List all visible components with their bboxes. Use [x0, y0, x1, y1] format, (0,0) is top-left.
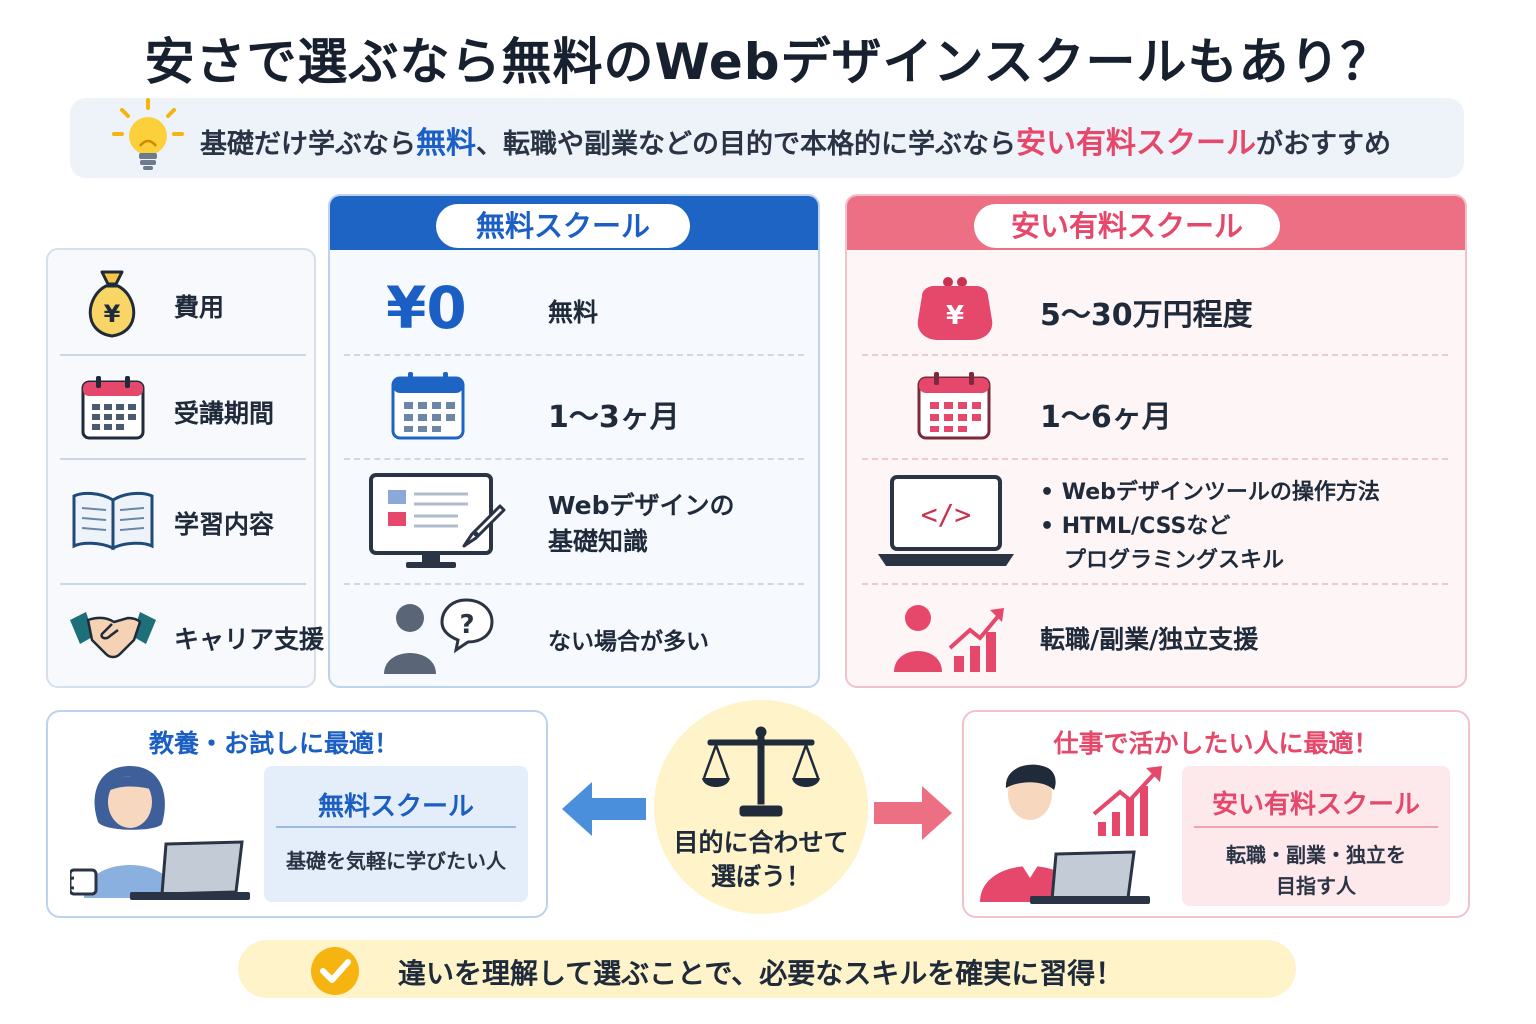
arrow-left-icon	[562, 782, 646, 836]
free-period: 1～3ヶ月	[548, 400, 680, 435]
paid-content-item: プログラミングスキル	[1064, 548, 1285, 573]
balance-scale-icon	[702, 726, 820, 817]
free-recommendation-title: 教養・お試しに最適！	[148, 729, 399, 758]
check-circle-icon	[311, 947, 359, 995]
card-divider	[276, 826, 516, 828]
row-divider	[344, 583, 804, 585]
free-card-description: 基礎を気軽に学びたい人	[286, 849, 506, 873]
paid-school-column	[845, 194, 1467, 688]
tip-free-highlight: 無料	[416, 126, 476, 161]
person-growth-icon	[894, 605, 1004, 672]
page-title: 安さで選ぶなら無料のWebデザインスクールもあり？	[144, 33, 1392, 91]
lightbulb-icon	[112, 98, 184, 170]
row-divider	[862, 354, 1448, 356]
paid-cost: 5～30万円程度	[1040, 298, 1253, 333]
row-divider	[862, 583, 1448, 585]
row-divider	[344, 354, 804, 356]
calendar-icon	[917, 372, 991, 440]
paid-content: • Webデザインツールの操作方法 • HTML/CSSなど プログラミングスキ…	[1040, 476, 1380, 578]
paid-card-description: 転職・副業・独立を 目指す人	[1226, 843, 1406, 898]
category-content: 学習内容	[174, 510, 275, 539]
laptop-code-icon: </>	[878, 475, 1014, 566]
open-book-icon	[72, 491, 154, 551]
category-cost: 費用	[174, 293, 225, 322]
category-period: 受講期間	[174, 399, 275, 428]
svg-text:?: ?	[459, 610, 474, 640]
free-cost: 無料	[548, 298, 599, 327]
calendar-icon	[81, 376, 145, 440]
row-divider	[344, 458, 804, 460]
paid-school-header: 安い有料スクール	[974, 204, 1280, 248]
monitor-pen-icon	[369, 473, 506, 568]
paid-career: 転職/副業/独立支援	[1040, 625, 1259, 654]
paid-content-item: • Webデザインツールの操作方法	[1040, 480, 1380, 505]
paid-recommendation-card	[1182, 766, 1450, 906]
footer-banner	[238, 940, 1296, 998]
calendar-icon	[391, 372, 465, 440]
center-message: 目的に合わせて 選ぼう！	[673, 828, 849, 891]
category-divider	[60, 583, 306, 585]
free-price-figure: ¥0	[386, 274, 467, 342]
free-recommendation-card	[264, 766, 528, 902]
card-divider	[1194, 826, 1438, 828]
footer-message: 違いを理解して選ぶことで、必要なスキルを確実に習得！	[398, 957, 1124, 990]
svg-text:</>: </>	[921, 498, 972, 531]
money-bag-icon: ¥	[88, 270, 136, 338]
man-laptop-growth-icon	[980, 764, 1162, 904]
tip-banner	[70, 98, 1464, 178]
paid-recommendation-title: 仕事で活かしたい人に最適！	[1053, 729, 1379, 758]
svg-text:¥: ¥	[946, 301, 964, 331]
category-career: キャリア支援	[174, 625, 325, 654]
category-divider	[60, 458, 306, 460]
paid-content-item: • HTML/CSSなど	[1040, 514, 1231, 539]
handshake-icon	[70, 612, 156, 659]
paid-card-title: 安い有料スクール	[1211, 790, 1420, 820]
person-question-icon: ?	[384, 598, 494, 674]
free-career: ない場合が多い	[548, 629, 709, 655]
paid-period: 1～6ヶ月	[1040, 400, 1172, 435]
row-divider	[862, 458, 1448, 460]
free-content: Webデザインの 基礎知識	[548, 491, 735, 556]
tip-paid-highlight: 安い有料スクール	[1016, 126, 1256, 161]
category-divider	[60, 354, 306, 356]
coin-purse-icon: ¥	[917, 277, 993, 340]
tip-text: 基礎だけ学ぶなら無料、転職や副業などの目的で本格的に学ぶなら安い有料スクールがお…	[200, 126, 1391, 161]
free-card-title: 無料スクール	[317, 792, 474, 822]
arrow-right-icon	[874, 786, 952, 840]
free-school-header: 無料スクール	[436, 204, 690, 248]
svg-text:¥: ¥	[104, 300, 121, 328]
woman-laptop-icon	[70, 766, 250, 900]
